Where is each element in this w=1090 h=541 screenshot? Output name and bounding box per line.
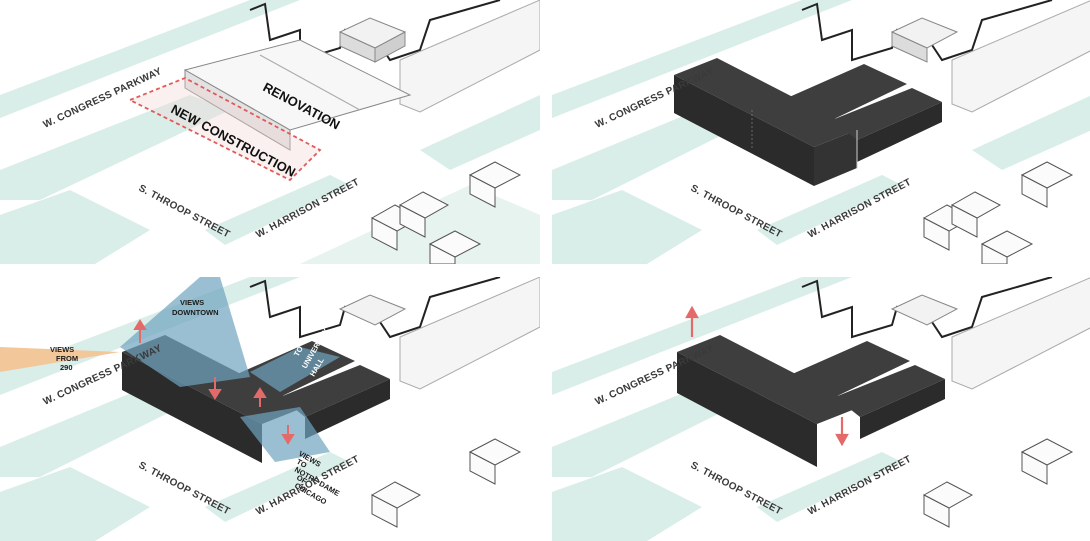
- panel-site-phasing: RENOVATION NEW CONSTRUCTION W. CONGRESS …: [0, 0, 540, 264]
- street-label-throop: S. THROOP STREET: [137, 460, 232, 518]
- townhouses-cluster: [370, 438, 522, 528]
- height-arrows: [133, 319, 295, 445]
- tower-front: [374, 31, 406, 63]
- existing-building-outline: [801, 277, 1053, 339]
- street-label-throop: S. THROOP STREET: [689, 183, 784, 241]
- l-shaped-massing: [674, 58, 942, 186]
- new-construction-boundary: [127, 77, 322, 182]
- ground-strip-harrison: [205, 175, 350, 245]
- height-arrows: [685, 305, 849, 447]
- arrowhead-up-1: [133, 319, 147, 330]
- massing-wing-end: [814, 130, 857, 186]
- site-phasing-drawing: RENOVATION NEW CONSTRUCTION W. CONGRESS …: [0, 0, 540, 264]
- panel-massing: W. CONGRESS PARKWAY S. THROOP STREET W. …: [552, 0, 1090, 264]
- view-downtown-label-2: DOWNTOWN: [172, 308, 219, 317]
- townhouses-cluster: [370, 161, 522, 264]
- existing-building-outline: [249, 277, 501, 339]
- arrowhead-up: [685, 305, 699, 319]
- massing-drawing: W. CONGRESS PARKWAY S. THROOP STREET W. …: [552, 0, 1090, 264]
- ground-strip-harrison: [205, 452, 350, 522]
- view-from-290-label-2: FROM: [56, 354, 78, 363]
- ground-strip-harrison: [757, 452, 902, 522]
- ground-lot-southwest: [552, 190, 702, 264]
- view-downtown-label-1: VIEWS: [180, 298, 204, 307]
- massing-bar-front: [857, 102, 942, 162]
- views-drawing: VIEWS FROM 290 VIEWS DOWNTOWN VIEW TO UN…: [0, 277, 540, 541]
- arrowhead-down-1: [208, 389, 222, 400]
- massing-wing-roof: [674, 58, 857, 147]
- ground-strip-harrison: [757, 175, 902, 245]
- ground-lot-southwest: [552, 467, 702, 541]
- ground-strip-north: [552, 277, 852, 395]
- view-university-overlay: [250, 347, 340, 392]
- massing-bar-roof-1: [787, 64, 907, 120]
- renovation-roof-line: [259, 54, 361, 111]
- panel-final-massing: W. CONGRESS PARKWAY S. THROOP STREET W. …: [552, 277, 1090, 541]
- townhouses-cluster: [922, 438, 1074, 528]
- townhouses-cluster: [922, 161, 1074, 264]
- existing-building-east: [399, 0, 540, 113]
- tower-roof: [338, 294, 407, 326]
- view-from-290-label-1: VIEWS: [50, 345, 74, 354]
- massing-wing-front: [674, 75, 814, 186]
- ground-lot-southwest: [0, 467, 150, 541]
- final-massing-drawing: W. CONGRESS PARKWAY S. THROOP STREET W. …: [552, 277, 1090, 541]
- view-from-290-label-3: 290: [60, 363, 73, 372]
- tower-roof: [890, 294, 959, 326]
- street-label-throop: S. THROOP STREET: [137, 183, 232, 241]
- view-downtown-overlay: [120, 277, 250, 387]
- panel-views: VIEWS FROM 290 VIEWS DOWNTOWN VIEW TO UN…: [0, 277, 540, 541]
- tower-side: [891, 31, 928, 63]
- existing-building-east: [399, 277, 540, 390]
- existing-building-east: [951, 277, 1090, 390]
- arrowhead-down-2: [281, 434, 295, 445]
- arrowhead-up-2: [253, 387, 267, 398]
- ground-strip-east: [972, 95, 1090, 170]
- view-from-290-wedge: [0, 347, 120, 372]
- l-shaped-massing: [677, 335, 945, 467]
- ground-strip-east: [420, 95, 540, 170]
- street-label-throop: S. THROOP STREET: [689, 460, 784, 518]
- ground-lot-southwest: [0, 190, 150, 264]
- renovation-side: [184, 69, 291, 151]
- arrowhead-down: [835, 433, 849, 447]
- existing-building-east: [951, 0, 1090, 113]
- massing-bar-roof-2: [832, 88, 942, 140]
- ground-strip-north: [552, 0, 852, 118]
- ground-strip-north: [0, 0, 300, 118]
